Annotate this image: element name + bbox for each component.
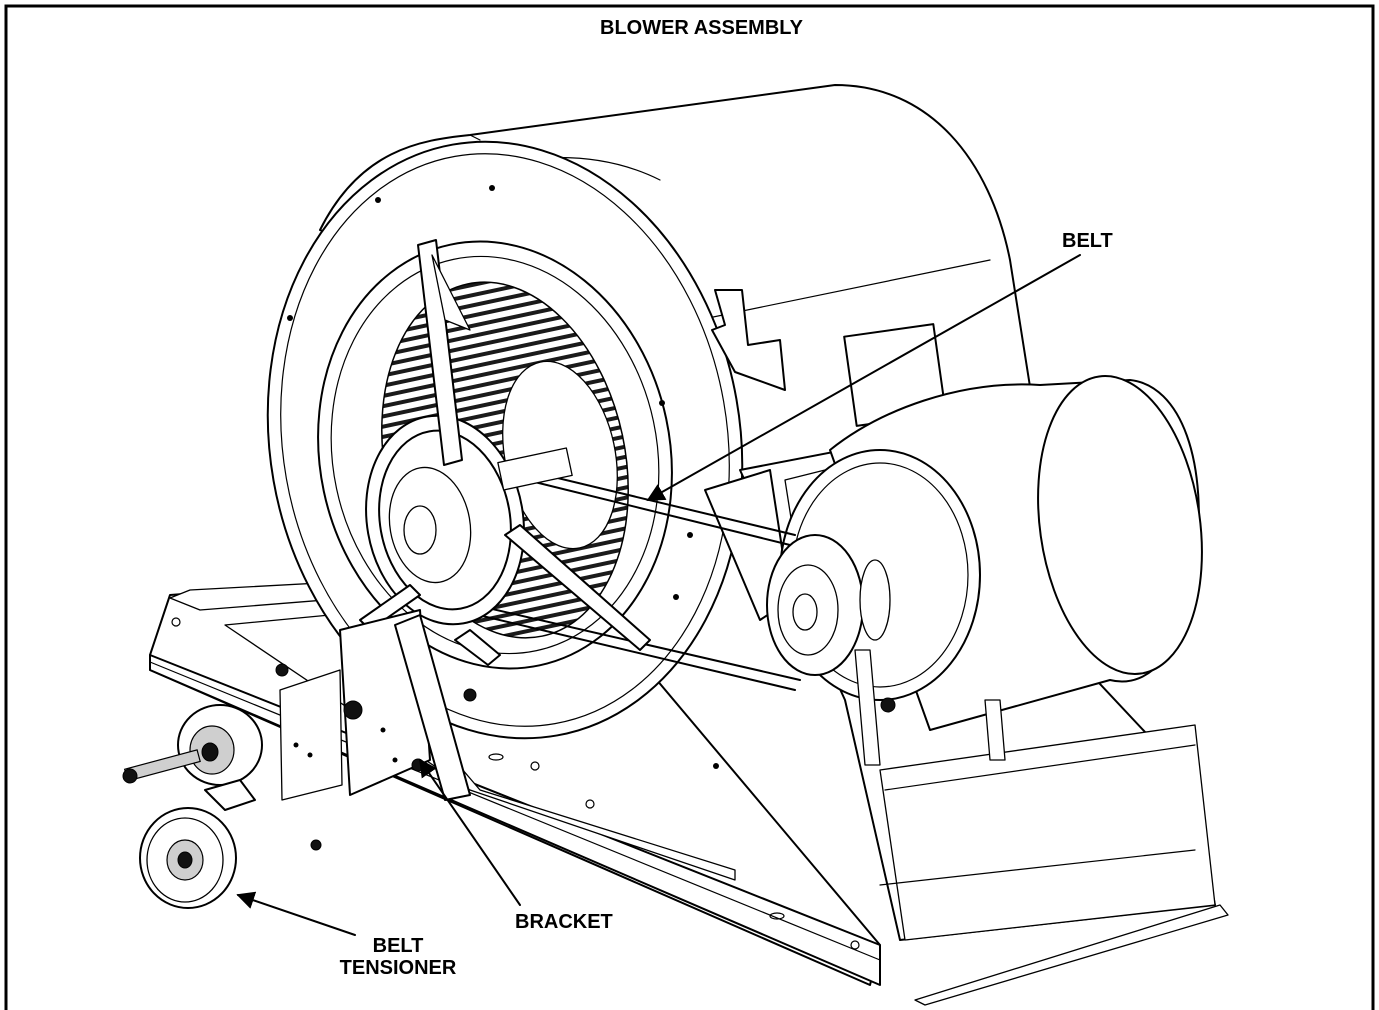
bracket [339,609,477,801]
belt-tensioner-label-line2: TENSIONER [339,957,457,979]
belt-tensioner-leader-line [236,891,356,936]
bracket-leader-line [418,758,521,906]
airflow-arrow [711,289,786,391]
belt-tensioner-label: BELT TENSIONER [328,935,468,979]
blower-pulley [365,414,573,626]
tensioner-mount-plate [275,663,343,851]
bracket-label: BRACKET [515,911,613,933]
belt-tensioner [122,704,263,909]
motor-pulley [766,534,891,676]
belt-leader-line [646,254,1081,501]
support-arms [359,239,651,666]
belt-label: BELT [1062,230,1113,252]
figure-frame [4,4,1375,1010]
belt-tensioner-label-line1: BELT [372,935,424,957]
diagram-title: BLOWER ASSEMBLY [600,17,803,39]
